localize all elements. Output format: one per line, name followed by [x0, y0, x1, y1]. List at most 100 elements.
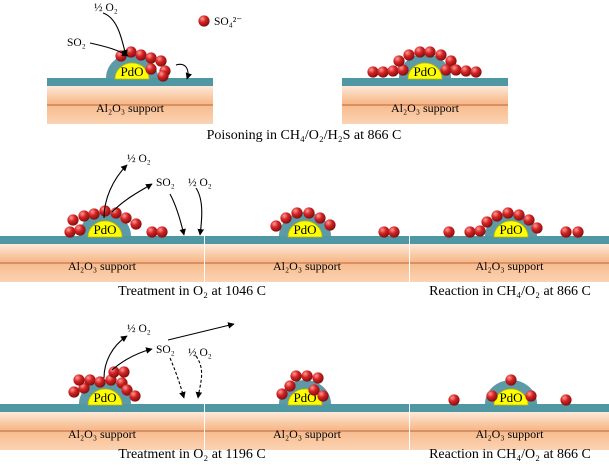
- sulfate-ball: [121, 384, 133, 396]
- pdo-label: PdO: [413, 64, 436, 79]
- sulfate-ball: [377, 66, 389, 78]
- label-half-o2: ½ O₂: [188, 347, 212, 359]
- sulfate-ball: [99, 205, 111, 217]
- sulfate-ball: [157, 70, 169, 82]
- pdo-label: PdO: [293, 222, 316, 237]
- label-half-o2: ½ O₂: [94, 2, 118, 14]
- caption-treatment-1196: Treatment in O₂ at 1196 C: [118, 447, 265, 462]
- sulfate-ball: [78, 382, 90, 394]
- sulfate-ball: [388, 226, 400, 238]
- reaction-arrow: [111, 347, 153, 371]
- sulfate-ball: [440, 64, 452, 76]
- sulfate-ball: [523, 214, 535, 226]
- sulfate-ball: [393, 55, 405, 67]
- sulfate-ball: [290, 370, 302, 382]
- sulfate-ball: [110, 207, 122, 219]
- sulfate-ball: [84, 374, 96, 386]
- sulfate-ball: [448, 394, 460, 406]
- sulfate-ball: [403, 49, 415, 61]
- sulfate-ball: [67, 214, 79, 226]
- caption-poisoning: Poisoning in CH₄/O₂/H₂S at 866 C: [207, 128, 402, 143]
- catalyst-panel-reaction-row2-a: PdO Al₂O₃ support: [205, 207, 409, 282]
- pdo-label: PdO: [499, 390, 522, 405]
- sulfate-ball: [397, 64, 409, 76]
- sulfate-ball: [145, 63, 157, 75]
- sulfate-ball: [155, 55, 167, 67]
- sulfate-ball: [367, 66, 379, 78]
- sulfate-ball: [531, 222, 543, 234]
- sulfate-ball: [68, 386, 80, 398]
- catalyst-panel-reaction-row3-b: PdO Al₂O₃ support: [410, 374, 609, 450]
- sulfate-ball: [108, 366, 120, 378]
- sulfate-ball: [291, 207, 303, 219]
- sulfate-ball: [560, 226, 572, 238]
- sulfate-ball: [78, 210, 90, 222]
- support-label: Al₂O₃ support: [475, 427, 544, 441]
- sulfate-ball: [130, 218, 142, 230]
- washcoat-layer: [205, 404, 409, 412]
- sulfate-ball: [88, 208, 100, 220]
- reaction-arrow: [169, 193, 186, 236]
- support-label: Al₂O₃ support: [68, 427, 137, 441]
- sulfate-ball: [301, 370, 313, 382]
- sulfate-ball: [470, 66, 482, 78]
- reaction-arrow: [195, 187, 205, 236]
- support-label: Al₂O₃ support: [273, 259, 342, 273]
- sulfate-ball: [505, 374, 517, 386]
- reaction-arrow: [89, 42, 129, 57]
- sulfate-ball: [460, 65, 472, 77]
- dashed-arrow: [195, 355, 203, 399]
- sulfate-ball: [491, 210, 503, 222]
- pdo-label: PdO: [120, 64, 143, 79]
- sulfate-ball: [443, 226, 455, 238]
- pdo-particle: [287, 220, 323, 238]
- label-so2: SO₂: [67, 37, 86, 49]
- sulfate-ball: [118, 366, 130, 378]
- sulfate-ball: [74, 224, 86, 236]
- label-so2: SO₂: [156, 177, 175, 189]
- sulfate-ball: [308, 384, 320, 396]
- label-half-o2: ½ O₂: [188, 177, 212, 189]
- sulfate-ball: [270, 220, 282, 232]
- sulfate-ball: [145, 52, 157, 64]
- washcoat-layer: [0, 236, 204, 244]
- support-label: Al₂O₃ support: [391, 101, 460, 115]
- sulfate-ball: [560, 394, 572, 406]
- catalyst-panel-poisoning-after: PdO Al₂O₃ support: [342, 46, 508, 124]
- pdo-particle: [87, 388, 123, 406]
- sulfate-ball: [474, 225, 486, 237]
- sulfate-ball: [135, 49, 147, 61]
- pdo-particle: [114, 62, 150, 80]
- sulfate-ball: [525, 390, 537, 402]
- sulfate-ball: [464, 226, 476, 238]
- sulfate-ball: [156, 226, 168, 238]
- sulfate-ball: [424, 46, 436, 58]
- sulfate-ball: [280, 212, 292, 224]
- label-half-o2: ½ O₂: [127, 323, 151, 335]
- sulfate-ball: [378, 226, 390, 238]
- sulfate-ball: [486, 390, 498, 402]
- sulfate-ball: [572, 226, 584, 238]
- pdo-label: PdO: [499, 222, 522, 237]
- washcoat-layer: [205, 236, 409, 244]
- sulfate-ball: [502, 207, 514, 219]
- pdo-particle: [407, 62, 443, 80]
- legend-sulfate-label: SO₄²⁻: [214, 16, 242, 28]
- sulfate-ball: [303, 207, 315, 219]
- sulfate-ball: [284, 380, 296, 392]
- sulfate-ball: [414, 46, 426, 58]
- caption-reaction-row3: Reaction in CH₄/O₂ at 866 C: [429, 447, 591, 462]
- sulfate-ball: [481, 216, 493, 228]
- sulfate-ball: [146, 226, 158, 238]
- sulfate-ball: [129, 390, 141, 402]
- sulfate-ball: [94, 376, 106, 388]
- label-so2: SO₂: [156, 344, 175, 356]
- sulfate-ball: [276, 388, 288, 400]
- pdo-particle: [87, 220, 123, 238]
- support-label: Al₂O₃ support: [273, 427, 342, 441]
